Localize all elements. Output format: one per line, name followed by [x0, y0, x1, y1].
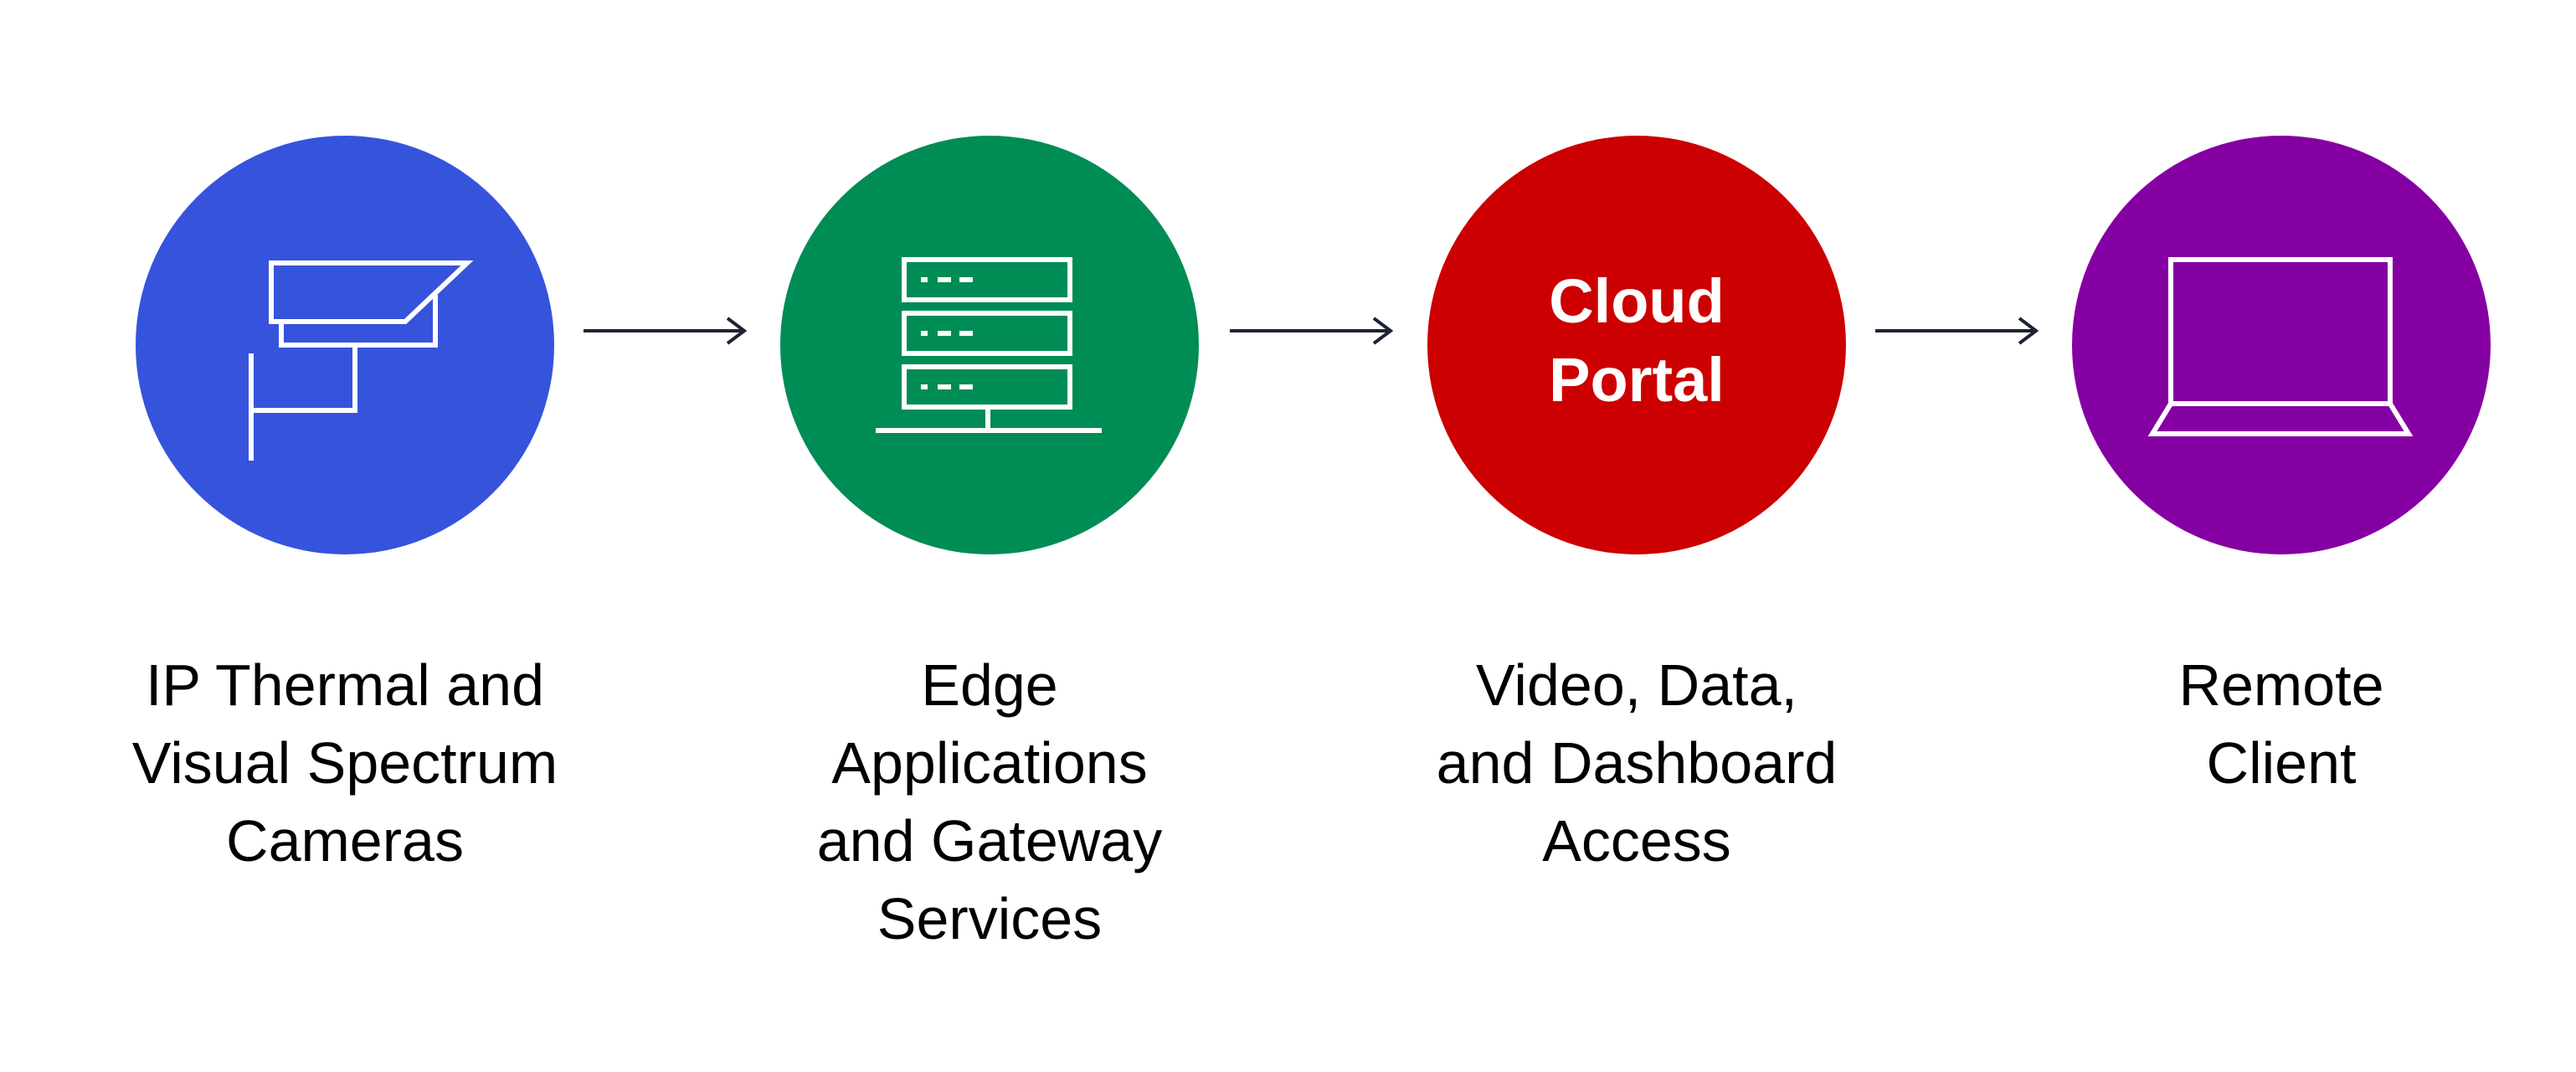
caption-line: Edge — [921, 652, 1058, 718]
caption-line: Applications — [831, 730, 1148, 796]
caption-line: Visual Spectrum — [131, 730, 558, 796]
server-rack-icon — [876, 257, 1102, 433]
caption-line: and Dashboard — [1436, 730, 1838, 796]
arrow-3 — [1875, 317, 2039, 345]
camera-node-caption: IP Thermal and Visual Spectrum Cameras — [94, 647, 596, 880]
caption-line: Cameras — [226, 808, 464, 874]
laptop-icon — [2147, 257, 2414, 436]
cloud-portal-label-line-2: Portal — [1549, 345, 1725, 415]
cloud-portal-label-line-1: Cloud — [1549, 266, 1725, 336]
caption-line: Remote — [2178, 652, 2384, 718]
caption-line: Access — [1542, 808, 1731, 874]
cloud-portal-label: Cloud Portal — [1549, 262, 1725, 420]
caption-line: Client — [2206, 730, 2357, 796]
remote-client-node-caption: Remote Client — [2030, 647, 2532, 802]
caption-line: Services — [877, 886, 1103, 951]
cloud-portal-node-caption: Video, Data, and Dashboard Access — [1386, 647, 1888, 880]
edge-node-caption: Edge Applications and Gateway Services — [738, 647, 1241, 958]
cloud-portal-node-circle: Cloud Portal — [1427, 136, 1846, 554]
camera-node-circle — [136, 136, 554, 554]
security-camera-icon — [249, 260, 474, 461]
arrow-2 — [1230, 317, 1394, 345]
remote-client-node-circle — [2072, 136, 2491, 554]
caption-line: and Gateway — [816, 808, 1163, 874]
arrow-1 — [584, 317, 748, 345]
caption-line: Video, Data, — [1476, 652, 1797, 718]
edge-node-circle — [780, 136, 1199, 554]
caption-line: IP Thermal and — [145, 652, 545, 718]
